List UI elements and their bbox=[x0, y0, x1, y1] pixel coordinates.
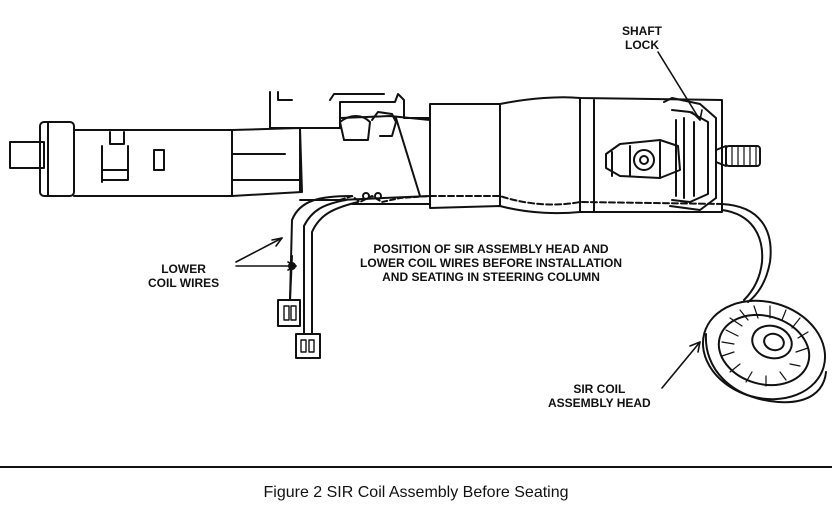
lower-coil-arrowhead-lower bbox=[287, 261, 297, 271]
lower-coil-wires-label: LOWER COIL WIRES bbox=[148, 262, 219, 290]
lower-coil-leader-upper bbox=[235, 237, 283, 263]
lower-jacket bbox=[73, 127, 303, 197]
lower-coil-wires-label-line-1: LOWER bbox=[161, 262, 206, 276]
upper-bracket bbox=[269, 91, 431, 193]
sir-coil-head-label-line-1: SIR COIL bbox=[573, 382, 626, 396]
shaft-lock-arrowhead bbox=[691, 109, 703, 121]
upper-jacket bbox=[429, 96, 723, 215]
sir-coil-head bbox=[701, 299, 827, 404]
lower-coil-wires bbox=[277, 195, 359, 359]
position-note-line-1: POSITION OF SIR ASSEMBLY HEAD AND bbox=[373, 242, 609, 256]
figure-caption: Figure 2 SIR Coil Assembly Before Seatin… bbox=[263, 484, 569, 501]
position-note-line-3: AND SEATING IN STEERING COLUMN bbox=[382, 270, 600, 284]
lower-coil-arrowhead-upper bbox=[271, 237, 283, 247]
position-note-label: POSITION OF SIR ASSEMBLY HEAD AND LOWER … bbox=[360, 242, 622, 284]
coil-head-ribs bbox=[721, 305, 809, 387]
upper-shaft-spline bbox=[715, 145, 761, 167]
sir-coil-arrowhead bbox=[689, 341, 701, 353]
shaft-lock-leader bbox=[657, 51, 701, 121]
shaft-lock-label-line-1: SHAFT bbox=[622, 24, 662, 38]
shaft-lock-mechanism bbox=[605, 97, 717, 211]
sir-coil-head-label: SIR COIL ASSEMBLY HEAD bbox=[548, 382, 651, 410]
column-housing bbox=[299, 111, 431, 205]
shaft-lock-label: SHAFT LOCK bbox=[622, 24, 662, 52]
caption-divider bbox=[0, 466, 832, 468]
upper-coil-wires bbox=[721, 203, 772, 303]
sir-coil-leader bbox=[661, 341, 701, 389]
shaft-lock-label-line-2: LOCK bbox=[625, 38, 659, 52]
lower-coil-wires-label-line-2: COIL WIRES bbox=[148, 276, 220, 290]
callout-leaders bbox=[235, 51, 703, 389]
shaft-end-cap bbox=[9, 121, 75, 197]
position-note-line-2: LOWER COIL WIRES BEFORE INSTALLATION bbox=[360, 256, 622, 270]
sir-coil-head-label-line-2: ASSEMBLY HEAD bbox=[548, 396, 651, 410]
